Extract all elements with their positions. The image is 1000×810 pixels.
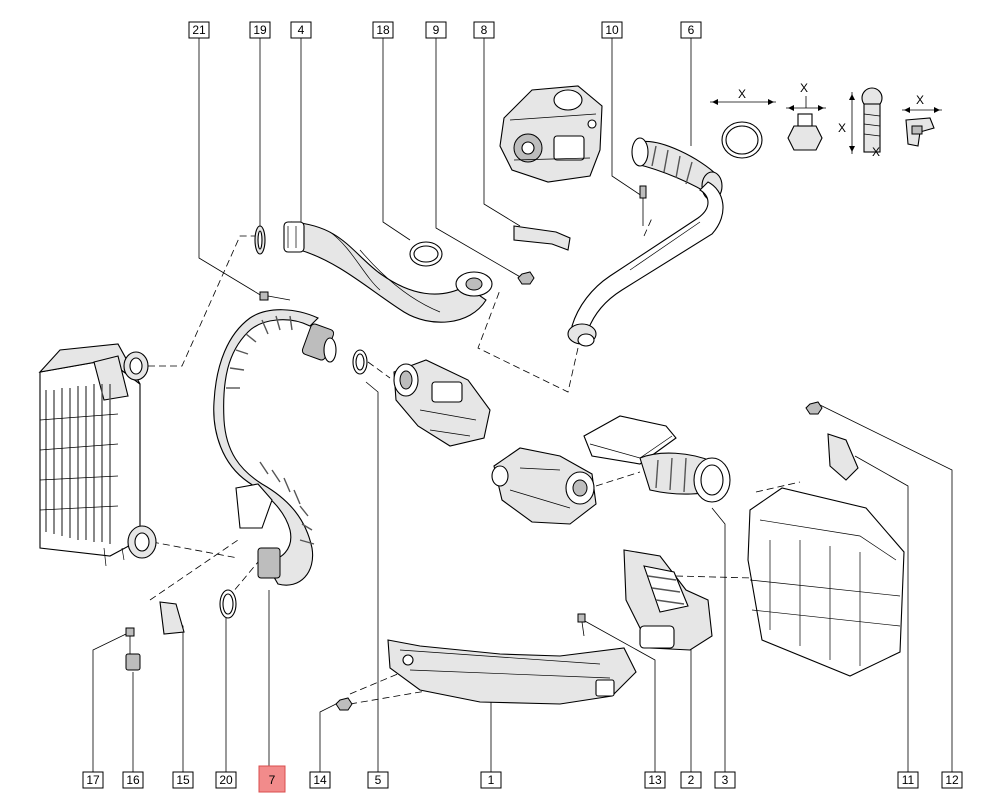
air-duct-3 [639,452,731,503]
svg-text:13: 13 [648,773,662,787]
svg-text:7: 7 [269,773,276,787]
callout-8[interactable]: 8 [473,21,495,39]
svg-text:4: 4 [298,23,305,37]
svg-text:19: 19 [253,23,267,37]
callout-5[interactable]: 5 [367,771,389,789]
svg-text:9: 9 [433,23,440,37]
dimension-x-label-3: X [838,121,846,135]
air-filter-housing [583,415,677,465]
svg-text:12: 12 [945,773,959,787]
dimension-x-label-4: X [872,145,880,159]
svg-text:16: 16 [126,773,140,787]
svg-text:21: 21 [192,23,206,37]
screw-12 [805,401,823,415]
callout-4[interactable]: 4 [290,21,312,39]
hose-4 [283,221,493,323]
svg-text:6: 6 [688,23,695,37]
svg-text:20: 20 [219,773,233,787]
o-ring-18 [409,241,443,267]
nut-9 [517,271,535,285]
clamp-8 [513,225,571,251]
bracket-11 [827,433,859,481]
dimension-x-label-2: X [800,81,808,95]
callout-20[interactable]: 20 [215,771,237,789]
leader-lines [92,36,953,772]
callout-16[interactable]: 16 [122,771,144,789]
callout-13[interactable]: 13 [644,771,666,789]
svg-text:11: 11 [902,773,915,787]
resonator-box [747,487,905,677]
svg-text:8: 8 [481,23,488,37]
callout-19[interactable]: 19 [249,21,271,39]
svg-text:18: 18 [376,23,390,37]
svg-text:3: 3 [722,773,729,787]
callout-15[interactable]: 15 [172,771,194,789]
throttle-body [393,359,491,447]
clip-16 [125,653,141,671]
dimension-x-label-1: X [738,87,746,101]
dimension-x-label-5: X [916,93,924,107]
callout-11[interactable]: 11 [897,771,919,789]
callout-18[interactable]: 18 [372,21,394,39]
callout-12[interactable]: 12 [941,771,963,789]
callout-1[interactable]: 1 [480,771,502,789]
callouts-top: 21 19 4 18 9 8 10 6 [188,21,702,39]
air-intake-2 [623,549,713,651]
hose-7 [213,309,337,586]
intercooler [38,343,157,567]
callout-2[interactable]: 2 [680,771,702,789]
svg-text:10: 10 [605,23,619,37]
svg-text:17: 17 [86,773,100,787]
callouts-bottom: 17 16 15 20 7 14 5 1 [82,765,963,793]
svg-text:1: 1 [488,773,495,787]
callout-14[interactable]: 14 [309,771,331,789]
callout-17[interactable]: 17 [82,771,104,789]
callout-6[interactable]: 6 [680,21,702,39]
o-ring-20 [219,589,237,619]
hose-7-ribs [226,315,315,545]
callout-10[interactable]: 10 [601,21,623,39]
screw-14 [335,697,353,711]
bracket-15 [159,601,185,635]
detail-insets: X X X X X [710,81,942,159]
callout-3[interactable]: 3 [714,771,736,789]
intercooler-fins [39,384,119,544]
svg-text:5: 5 [375,773,382,787]
pipe-3 [567,181,724,347]
callout-9[interactable]: 9 [425,21,447,39]
bolt-21 [259,291,291,301]
callout-7-highlighted[interactable]: 7 [258,765,286,793]
svg-text:15: 15 [176,773,190,787]
bracket-1 [387,639,637,705]
bolt-13 [577,613,586,637]
turbocharger [499,85,603,183]
o-ring-19 [254,225,266,255]
callout-21[interactable]: 21 [188,21,210,39]
svg-text:14: 14 [313,773,327,787]
valve-unit [491,447,597,525]
bolt-17 [125,627,135,654]
o-ring-5 [352,349,368,375]
svg-text:2: 2 [688,773,695,787]
